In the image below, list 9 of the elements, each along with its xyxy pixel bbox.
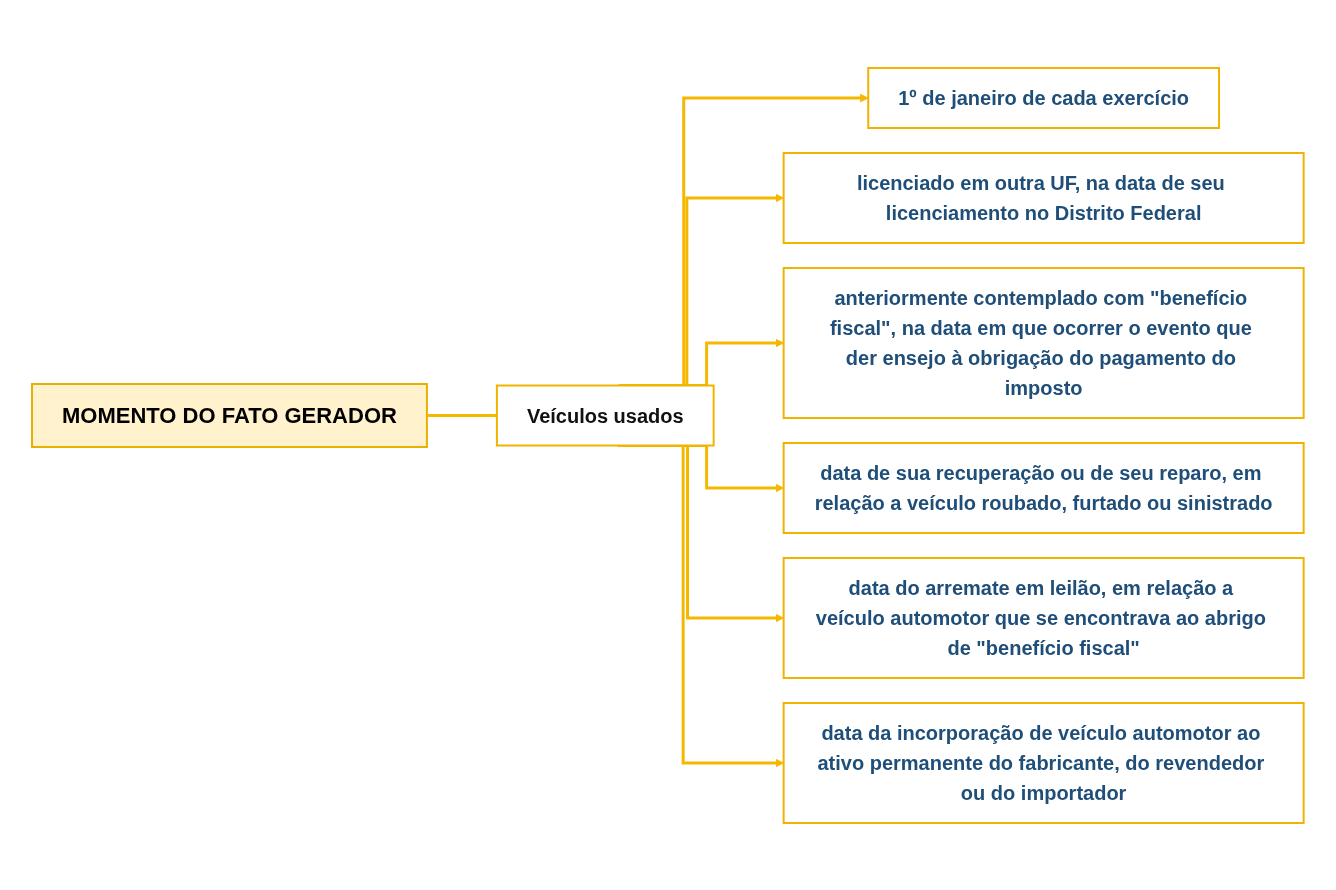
connector [427, 413, 498, 417]
node-box: licenciado em outra UF, na data de seu licenciamento no Distrito Federal [782, 151, 1305, 244]
node-box: anteriormente contemplado com "benefício fiscal", na data em que ocorrer o evento que der ensejo à obrigação do pagamento do imposto [782, 266, 1305, 419]
node-box: data da incorporação de veículo automotor ao ativo permanente do fabricante, do revendedor ou do importador [782, 701, 1305, 824]
node-box: MOMENTO DO FATO GERADOR [31, 382, 429, 448]
node-box: Veículos usados [496, 384, 715, 446]
node-box: data do arremate em leilão, em relação a veículo automotor que se encontrava ao abrigo de "benefício fiscal" [782, 556, 1305, 679]
node-box: 1º de janeiro de cada exercício [867, 66, 1221, 129]
node-box: data de sua recuperação ou de seu reparo, em relação a veículo roubado, furtado ou sinistrado [782, 441, 1305, 534]
